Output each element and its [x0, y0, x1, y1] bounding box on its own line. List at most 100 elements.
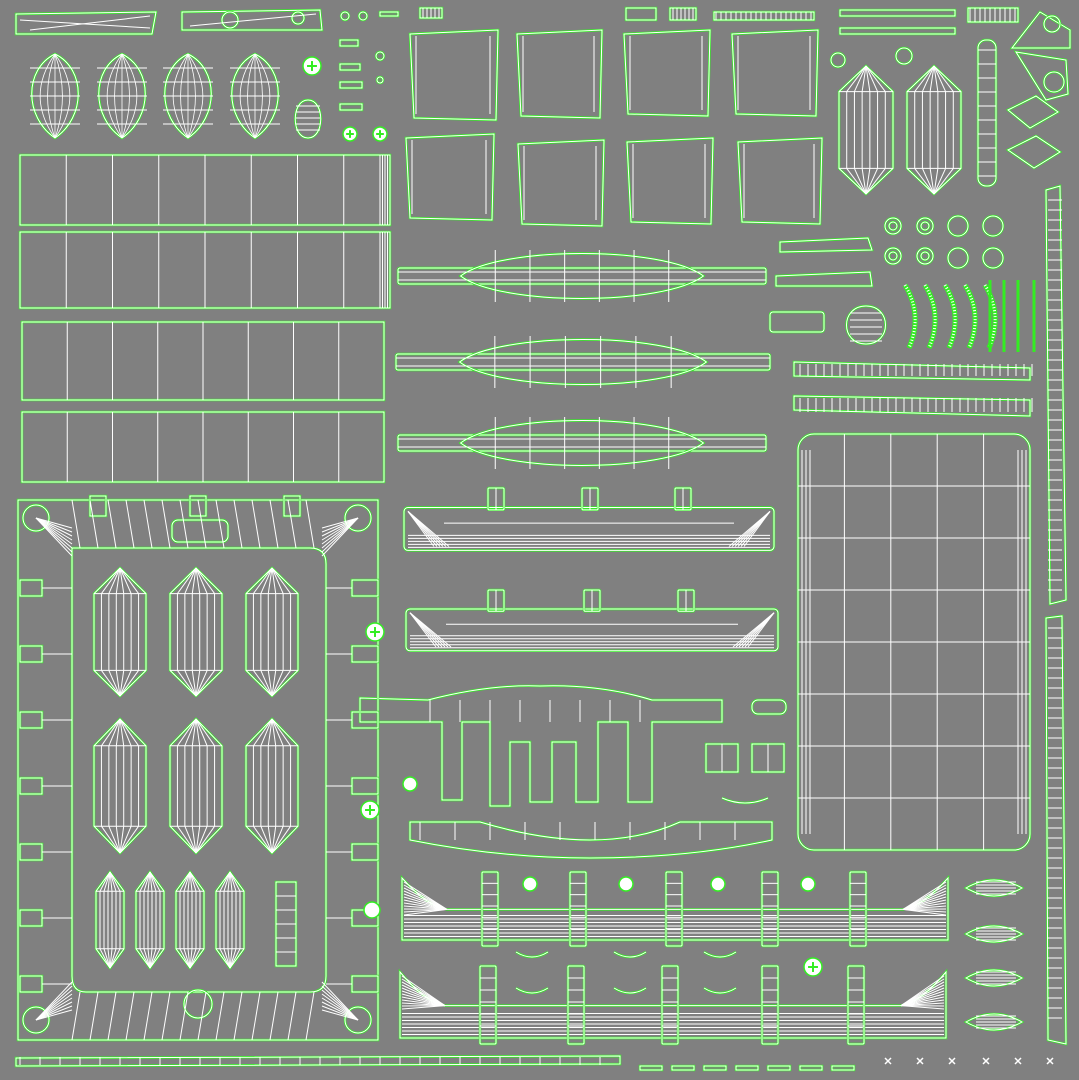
wire-edge — [108, 567, 121, 594]
wire-edge — [921, 168, 935, 195]
wire-edge — [195, 718, 208, 746]
egg-edge — [846, 305, 886, 345]
wire-edge — [921, 65, 935, 92]
shell-edge — [89, 495, 107, 517]
wire-edge — [119, 670, 125, 697]
wire-edge — [884, 1057, 892, 1065]
wire-edge — [109, 871, 117, 892]
capsule-f-3 — [244, 566, 300, 698]
wire-edge — [147, 948, 151, 969]
panel-4 — [20, 410, 386, 484]
wire-edge — [933, 168, 939, 195]
lens-meridian — [121, 53, 130, 139]
shell-edge — [397, 434, 767, 452]
wire-edge — [195, 718, 215, 747]
wire-edge — [179, 991, 189, 1041]
wire-edge — [101, 670, 121, 697]
ring-edge — [376, 76, 384, 84]
wire-edge — [115, 718, 121, 746]
wire-edge — [161, 991, 171, 1041]
ring-edge — [358, 11, 368, 21]
bottom-bar-edge — [15, 1055, 621, 1067]
wire-edge — [139, 871, 151, 892]
wire-edge — [143, 991, 153, 1041]
capsule-f-4 — [92, 717, 148, 855]
wire-edge — [865, 168, 879, 195]
lens-meridian — [254, 53, 263, 139]
wire-edge — [189, 948, 197, 969]
lens-meridian — [239, 53, 256, 139]
wire-edge — [929, 168, 935, 195]
arc-edge — [613, 987, 647, 994]
wire-edge — [229, 948, 237, 969]
wire-edge — [35, 517, 73, 541]
top-bars — [14, 6, 1020, 36]
capsule-f-2 — [168, 566, 224, 698]
wire-edge — [115, 826, 121, 854]
ring-edge — [895, 47, 913, 65]
wire-edge — [321, 1001, 359, 1021]
shell-edge — [703, 1065, 727, 1071]
arc-edge — [515, 987, 549, 994]
wire-edge — [271, 567, 291, 594]
shell-edge — [661, 965, 679, 1045]
capsule-f-6 — [244, 717, 300, 855]
wire-edge — [271, 826, 284, 854]
wire-edge — [929, 65, 935, 92]
wire-edge — [115, 670, 121, 697]
curved-strip-edge — [923, 284, 937, 349]
capsule-s-2 — [134, 869, 166, 971]
wire-edge — [119, 718, 125, 746]
wire-edge — [321, 517, 359, 545]
uv-dot — [618, 876, 634, 892]
shell-edge — [189, 495, 207, 517]
bracket-edge — [1007, 135, 1061, 169]
wire-edge — [101, 567, 121, 594]
shell-edge — [839, 9, 956, 17]
wire-edge — [195, 718, 201, 746]
shell-edge — [761, 965, 779, 1045]
lens-meridian — [247, 53, 256, 139]
wire-edge — [195, 670, 208, 697]
wire-edge — [125, 991, 135, 1041]
shell-edge — [849, 871, 867, 947]
ring-edge — [916, 247, 934, 265]
uv-dot — [800, 876, 816, 892]
wire-edge — [177, 670, 197, 697]
wire-edge — [271, 718, 284, 746]
lens-top-3 — [230, 52, 280, 140]
wire-edge — [914, 65, 935, 92]
wire-edge — [227, 871, 231, 892]
ring-edge — [183, 989, 213, 1019]
long-strip-edge — [793, 361, 1031, 381]
wire-edge — [195, 826, 208, 854]
wire-edge — [35, 1009, 73, 1021]
wire-edge — [321, 981, 359, 1021]
wire-edge — [35, 997, 73, 1021]
square-shell-4 — [404, 132, 496, 222]
wire-edge — [233, 499, 243, 549]
square-shell-0 — [408, 28, 500, 122]
wire-edge — [184, 567, 197, 594]
wire-edge — [269, 991, 279, 1041]
shell-edge — [751, 699, 787, 715]
shell-edge — [799, 1065, 823, 1071]
wire-edge — [1046, 1057, 1054, 1065]
capsule-rt-2 — [905, 64, 963, 196]
square-shell-5 — [516, 138, 606, 228]
shell-edge — [847, 965, 865, 1045]
frame-inner-edge — [71, 547, 327, 993]
square-edge — [517, 139, 605, 227]
shell-edge — [625, 7, 657, 21]
wire-edge — [161, 499, 171, 549]
wire-edge — [253, 670, 273, 697]
wire-edge — [287, 499, 297, 549]
top-bar-edge — [181, 9, 323, 31]
ring-edge — [221, 11, 239, 29]
wire-edge — [271, 567, 277, 594]
ring-edge — [947, 215, 969, 237]
comb-edge — [359, 685, 723, 807]
ring-edge — [982, 247, 1004, 269]
lens-meridian — [106, 53, 123, 139]
shell-edge — [379, 11, 399, 17]
